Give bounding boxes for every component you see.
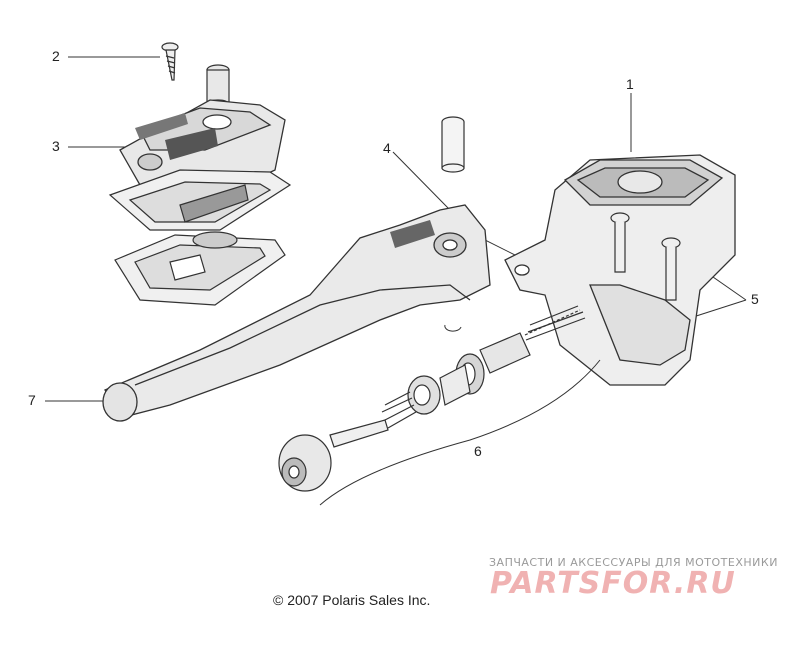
group-brace-6 <box>319 359 601 506</box>
watermark-brand: PARTSFOR.RU <box>490 566 736 601</box>
callout-4: 4 <box>383 140 391 156</box>
copyright-text: © 2007 Polaris Sales Inc. <box>273 592 431 608</box>
callout-7: 7 <box>28 392 36 408</box>
screw-part <box>161 42 179 81</box>
leader-5b <box>689 299 747 319</box>
bellows-seal <box>114 231 286 306</box>
callout-5: 5 <box>751 291 759 307</box>
retaining-clip <box>444 324 462 332</box>
piston-assembly <box>278 305 586 492</box>
callout-1: 1 <box>626 76 634 92</box>
brake-lever <box>102 204 491 422</box>
body-screws <box>610 212 681 301</box>
watermark-subtitle: ЗАПЧАСТИ И АКСЕССУАРЫ ДЛЯ МОТОТЕХНИКИ <box>489 556 778 569</box>
diaphragm-gasket <box>108 169 292 231</box>
leader-4 <box>392 151 451 211</box>
callout-3: 3 <box>52 138 60 154</box>
callout-2: 2 <box>52 48 60 64</box>
callout-6: 6 <box>474 443 482 459</box>
pivot-pin <box>441 116 465 173</box>
